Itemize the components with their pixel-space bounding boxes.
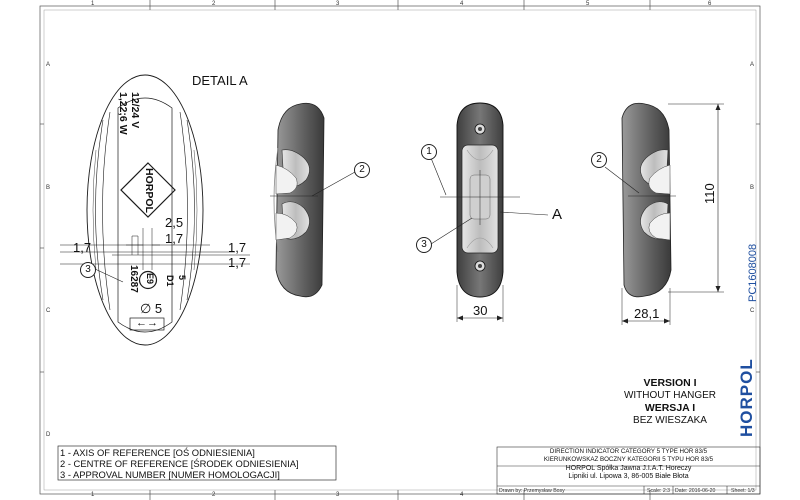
callout-2-left: 2 bbox=[354, 162, 370, 178]
title-block-frame bbox=[496, 446, 761, 495]
front-view bbox=[430, 102, 549, 322]
legend: 1 - AXIS OF REFERENCE [OŚ ODNIESIENIA] 2… bbox=[60, 447, 335, 480]
dim-1-7: 1,7 bbox=[228, 240, 247, 255]
grid-col-label: 3 bbox=[336, 492, 340, 498]
dim-width-28-1: 28,1 bbox=[634, 306, 660, 321]
grid-col-label: 3 bbox=[336, 1, 340, 7]
direction-arrow: ←→ bbox=[136, 317, 158, 329]
grid-col-label: 2 bbox=[212, 1, 216, 7]
legend-item: 1 - AXIS OF REFERENCE [OŚ ODNIESIENIA] bbox=[60, 447, 255, 458]
title-line: DIRECTION INDICATOR CATEGORY 5 TYPE HOR … bbox=[549, 448, 708, 455]
detail-a-drawing bbox=[60, 74, 250, 346]
version-subtitle-pl: BEZ WIESZAKA bbox=[633, 414, 707, 426]
callout-3-detail: 3 bbox=[80, 262, 96, 278]
address-line: Lipniki ul. Lipowa 3, 86-005 Białe Błota bbox=[568, 472, 689, 480]
mark-5: 5 bbox=[177, 275, 187, 281]
grid-col-label: 1 bbox=[91, 1, 95, 7]
grid-row-label: C bbox=[46, 308, 51, 314]
rating-voltage: 12/24 V bbox=[129, 92, 141, 129]
detail-title: DETAIL A bbox=[192, 73, 248, 88]
grid-row-label: D bbox=[46, 432, 51, 438]
side-view-right bbox=[604, 102, 724, 325]
detail-reference-a: A bbox=[552, 206, 563, 223]
date: Date: 2016-06-20 bbox=[675, 488, 716, 494]
side-view-left bbox=[270, 102, 356, 298]
scale: Scale: 2:3 bbox=[647, 488, 671, 494]
legend-item: 3 - APPROVAL NUMBER [NUMER HOMOLOGACJI] bbox=[60, 469, 280, 480]
title-line: KIERUNKOWSKAZ BOCZNY KATEGORII 5 TYPU HO… bbox=[543, 455, 714, 463]
grid-row-label: C bbox=[750, 308, 755, 314]
dim-height-110: 110 bbox=[702, 183, 717, 204]
rating-power: 1,22;6 W bbox=[117, 92, 129, 135]
sheet-number: Sheet: 1/3 bbox=[731, 488, 755, 494]
grid-col-label: 1 bbox=[91, 492, 95, 498]
approval-number: 16287 bbox=[128, 265, 139, 293]
title-block: DIRECTION INDICATOR CATEGORY 5 TYPE HOR … bbox=[497, 448, 760, 496]
d1-mark: D1 bbox=[165, 275, 175, 287]
grid-col-label: 4 bbox=[460, 492, 464, 498]
grid-row-label: A bbox=[46, 62, 51, 68]
version-block: VERSION I WITHOUT HANGER WERSJA I BEZ WI… bbox=[615, 377, 725, 427]
phi5-mark: ∅ 5 bbox=[140, 301, 163, 316]
dim-1-7: 1,7 bbox=[228, 255, 247, 270]
version-title: VERSION I bbox=[643, 377, 697, 389]
diamond-brand: HORPOL bbox=[143, 168, 155, 213]
callout-2-right: 2 bbox=[591, 152, 607, 168]
sheet-frame bbox=[39, 0, 761, 500]
drawn-by: Drawn by: Przemysław Bosy bbox=[499, 488, 565, 494]
callout-1-front: 1 bbox=[421, 144, 437, 160]
grid-col-label: 2 bbox=[212, 492, 216, 498]
legend-box bbox=[57, 445, 337, 481]
grid-row-label: B bbox=[750, 185, 755, 191]
company-line: HORPOL Spółka Jawna J.I.A.T. Horeczy bbox=[565, 465, 692, 472]
legend-item: 2 - CENTRE OF REFERENCE [ŚRODEK ODNIESIE… bbox=[60, 458, 299, 469]
dim-1-7: 1,7 bbox=[165, 231, 184, 246]
horpol-logo: HORPOL bbox=[737, 358, 756, 437]
grid-row-label: B bbox=[46, 185, 51, 191]
callout-3-front: 3 bbox=[416, 237, 432, 253]
grid-row-label: A bbox=[750, 62, 755, 68]
dim-width-30: 30 bbox=[473, 303, 488, 318]
drawing-number: PC1608008 bbox=[747, 243, 759, 302]
dim-1-7: 1,7 bbox=[73, 240, 92, 255]
emark-label: E9 bbox=[145, 273, 155, 285]
grid-col-label: 5 bbox=[586, 1, 590, 7]
grid-col-label: 6 bbox=[708, 1, 712, 7]
version-title-pl: WERSJA I bbox=[644, 402, 696, 414]
version-subtitle: WITHOUT HANGER bbox=[623, 389, 717, 401]
dim-2-5: 2,5 bbox=[165, 215, 184, 230]
grid-col-label: 4 bbox=[460, 1, 464, 7]
